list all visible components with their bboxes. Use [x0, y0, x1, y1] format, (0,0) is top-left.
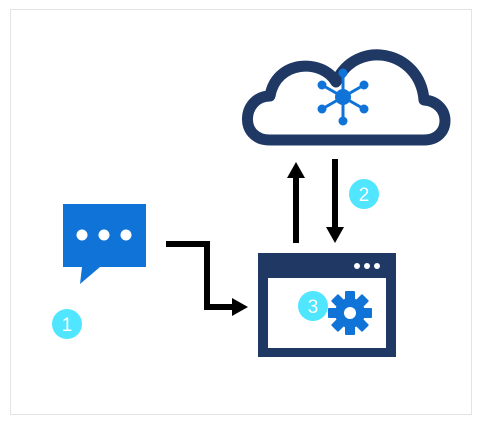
- arrow-down-to-app: [326, 159, 344, 243]
- arrow-chat-to-app: [166, 241, 248, 316]
- step-badge-2: 2: [349, 179, 379, 209]
- step-badge-2-label: 2: [359, 185, 370, 206]
- chat-bubble-icon: [63, 204, 146, 284]
- arrow-up-to-cloud: [287, 162, 305, 243]
- step-badge-1-label: 1: [62, 315, 73, 336]
- gear-icon: [328, 291, 372, 335]
- app-window-icon: [258, 253, 396, 357]
- network-hub-icon: [317, 68, 369, 126]
- step-badge-1: 1: [52, 309, 82, 339]
- step-badge-3: 3: [298, 291, 328, 321]
- step-badge-3-label: 3: [308, 297, 319, 318]
